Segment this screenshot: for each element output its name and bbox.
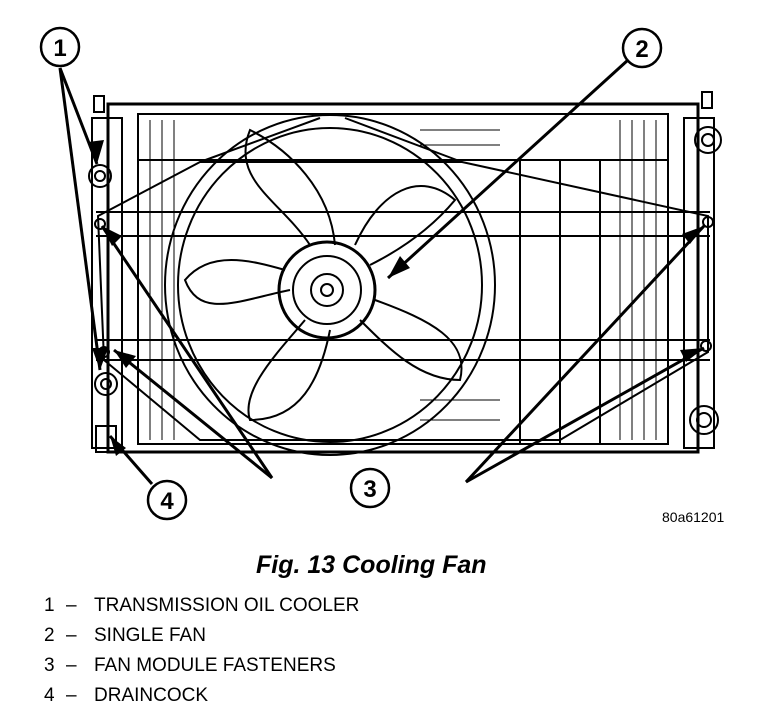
legend-text: TRANSMISSION OIL COOLER (94, 595, 360, 616)
legend-dash: – (66, 595, 77, 616)
callout-4: 4 (146, 479, 188, 521)
legend-item: 1–TRANSMISSION OIL COOLER (44, 591, 359, 621)
figure-reference-code: 80a61201 (662, 509, 725, 525)
legend-item: 3–FAN MODULE FASTENERS (44, 651, 359, 681)
callout-3-number: 3 (363, 476, 376, 503)
legend-dash: – (66, 685, 77, 706)
cooling-fan-illustration: 1 2 3 4 (39, 26, 722, 521)
callout-4-number: 4 (160, 488, 174, 515)
legend-text: FAN MODULE FASTENERS (94, 655, 336, 676)
callout-3: 3 (349, 467, 391, 509)
legend-number: 4 (44, 685, 55, 706)
callout-2: 2 (621, 27, 663, 69)
radiator (91, 102, 715, 454)
callout-1-number: 1 (53, 35, 66, 62)
legend-number: 2 (44, 625, 55, 646)
legend-item: 2–SINGLE FAN (44, 621, 359, 651)
callout-arrows (58, 58, 706, 485)
legend-text: DRAINCOCK (94, 685, 209, 706)
callout-1: 1 (39, 26, 81, 68)
fan-shroud (96, 114, 709, 456)
fan-blades (183, 128, 463, 422)
callout-2-number: 2 (635, 36, 648, 63)
legend-list: 1–TRANSMISSION OIL COOLER 2–SINGLE FAN 3… (44, 591, 359, 711)
radiator-fittings (88, 91, 722, 453)
legend-number: 3 (44, 655, 55, 676)
legend-dash: – (66, 655, 77, 676)
fan-motor-hub (277, 240, 377, 340)
legend-number: 1 (44, 595, 55, 616)
figure-caption: Fig. 13 Cooling Fan (256, 551, 487, 579)
arrowheads (88, 140, 704, 456)
legend-text: SINGLE FAN (94, 625, 206, 646)
legend-item: 4–DRAINCOCK (44, 681, 359, 711)
legend-dash: – (66, 625, 77, 646)
